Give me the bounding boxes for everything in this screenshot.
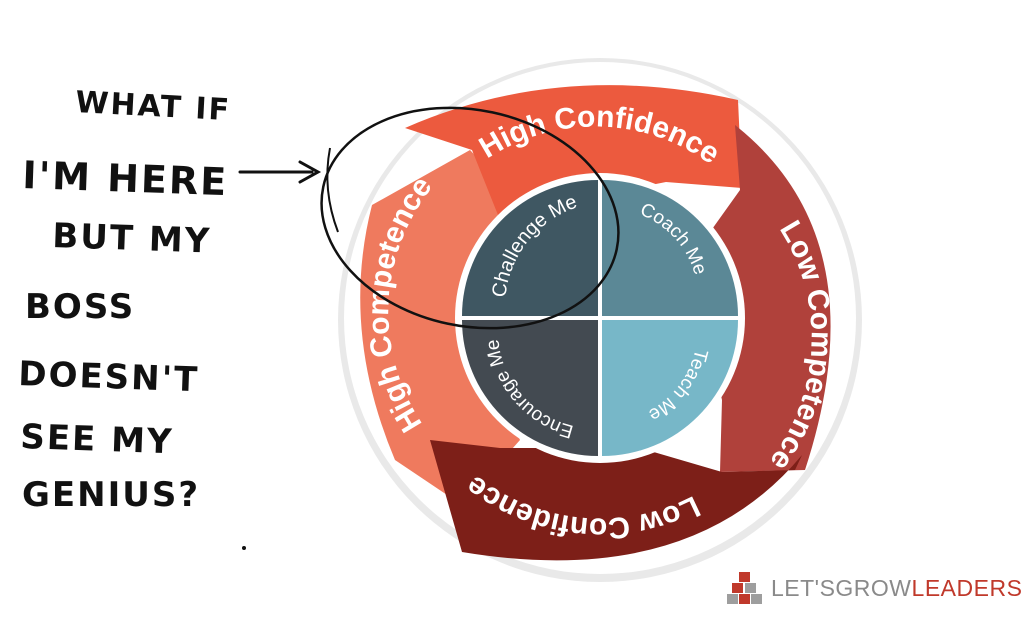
brand-grow: GROW: [835, 574, 912, 601]
quadrant-challenge-me: [462, 180, 598, 316]
ink-dot: [242, 546, 246, 550]
handdrawn-circle-tail: [326, 147, 339, 233]
quadrant-coach-me: [602, 180, 738, 316]
quadrant-teach-me: [602, 320, 738, 456]
note-line-4: BOSS: [25, 287, 135, 327]
note-line-3: BUT MY: [52, 216, 212, 262]
inner-ring: [455, 173, 745, 463]
segment-low-confidence: [430, 440, 802, 561]
note-line-5: DOESN'T: [18, 354, 200, 400]
arrow-stroke: [238, 160, 322, 184]
stacked-blocks-icon: [727, 572, 762, 604]
note-line-7: GENIUS?: [22, 475, 200, 515]
brand-logo: LET'SGROWLEADERS: [727, 568, 1022, 608]
handdrawn-circle: [320, 106, 620, 330]
note-line-6: SEE MY: [20, 417, 175, 462]
brand-lets: LET'S: [771, 574, 836, 601]
brand-name: LET'SGROWLEADERS: [771, 575, 1022, 602]
note-line-2: I'M HERE: [22, 153, 229, 204]
brand-leaders: LEADERS: [911, 574, 1023, 601]
quadrant-encourage-me: [462, 320, 598, 456]
note-line-1: WHAT IF: [75, 85, 232, 128]
